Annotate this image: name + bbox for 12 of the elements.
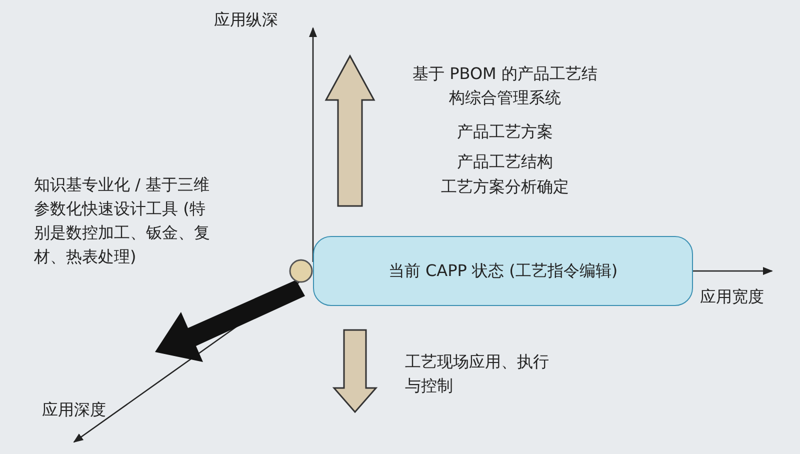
- status-text: 当前 CAPP 状态 (工艺指令编辑): [388, 260, 618, 282]
- level-text: 知识基专业化 / 基于三维参数化快速设计工具 (特别是数控加工、钣金、复材、热表处理): [34, 174, 211, 268]
- level-text: 基于 PBOM 的产品工艺结构综合管理系统: [412, 63, 598, 109]
- level-text: 工艺方案分析确定: [440, 176, 570, 198]
- level-text: 产品工艺结构: [456, 151, 554, 173]
- axis-label: 应用纵深: [214, 9, 279, 31]
- level-text: 工艺现场应用、执行与控制: [405, 351, 550, 397]
- level-text: 产品工艺方案: [456, 121, 554, 143]
- axis-label: 应用深度: [42, 399, 107, 421]
- status-box: [313, 236, 693, 306]
- axis-label: 应用宽度: [700, 286, 765, 308]
- origin-circle: [289, 259, 313, 283]
